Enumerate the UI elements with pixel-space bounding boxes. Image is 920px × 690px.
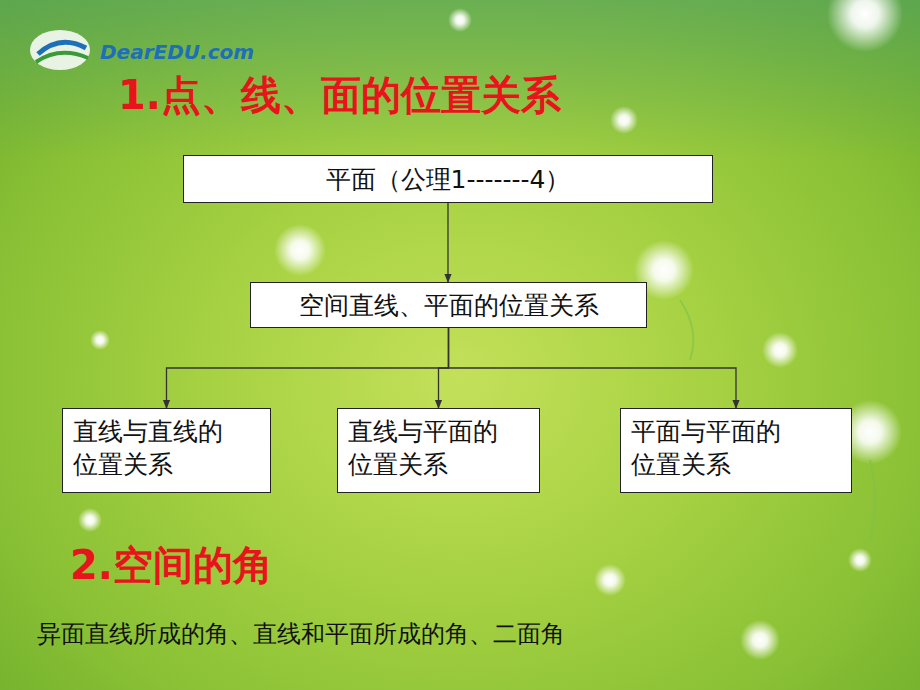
connector-arrow (439, 328, 449, 408)
connector-arrow (447, 203, 448, 282)
relation-box: 直线与平面的 位置关系 (337, 408, 540, 493)
slide-title: 1.点、线、面的位置关系 (118, 68, 561, 123)
relation-box: 平面与平面的 位置关系 (620, 408, 852, 493)
connector-arrow (167, 328, 449, 408)
axiom-box: 平面（公理1-------4） (183, 155, 713, 203)
logo-text: DearEDU.com (100, 40, 254, 64)
topic-box: 空间直线、平面的位置关系 (250, 282, 647, 328)
connector-arrow (449, 328, 737, 408)
box-text: 直线与直线的 位置关系 (73, 415, 260, 481)
relation-box: 直线与直线的 位置关系 (62, 408, 271, 493)
box-text: 平面（公理1-------4） (326, 163, 571, 196)
box-text: 平面与平面的 位置关系 (631, 415, 841, 481)
section-heading: 2.空间的角 (70, 538, 273, 593)
box-text: 直线与平面的 位置关系 (348, 415, 529, 481)
box-text: 空间直线、平面的位置关系 (299, 289, 599, 322)
note-text: 异面直线所成的角、直线和平面所成的角、二面角 (37, 618, 565, 650)
